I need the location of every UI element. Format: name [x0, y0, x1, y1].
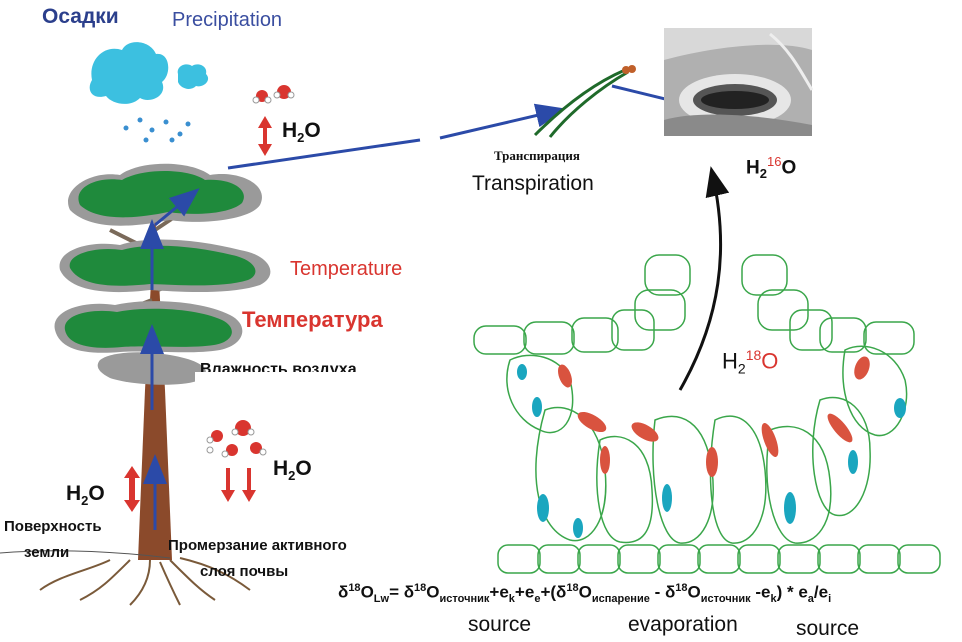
water-molecules-lower-icon [206, 420, 267, 458]
precipitation-en-label: Precipitation [172, 9, 283, 31]
surface-ru-label-1: Поверхность [4, 518, 102, 535]
transpiration-arrow [227, 103, 566, 170]
cyan-organelles [517, 364, 906, 538]
h2o-lower-label: H2O [273, 457, 312, 484]
freezing-ru-label-1: Промерзание активного [168, 537, 347, 554]
red-organelles [558, 356, 870, 477]
ground-line [0, 550, 171, 559]
freezing-ru-label-2: слоя почвы [200, 563, 289, 580]
stomata-micrograph [664, 28, 814, 136]
h218o-label: H218O [722, 347, 779, 377]
humidity-mask [195, 372, 395, 396]
precipitation-ru-label: Осадки [42, 5, 119, 28]
transpiration-en-label: Transpiration [472, 172, 594, 195]
cloud-icon [89, 42, 209, 104]
h216o-label: H216O [746, 154, 797, 182]
h2o-top-label: H2O [282, 119, 321, 146]
water-molecules-icon [252, 85, 295, 104]
h2o-ground-label: H2O [66, 482, 105, 509]
down-arrows-icon [221, 468, 256, 502]
evaporation-label: evaporation [628, 613, 738, 636]
temperature-en-label: Temperature [290, 258, 403, 280]
rain-drops-icon [123, 117, 191, 143]
needle-leaf-icon [533, 65, 636, 138]
exchange-arrow-lower-icon [124, 466, 140, 512]
source-label-1: source [468, 613, 532, 636]
tree-icon [39, 163, 271, 606]
surface-ru-label-2: земли [24, 544, 70, 561]
temperature-ru-label: Температура [242, 307, 383, 332]
isotope-formula: δ18OLw= δ18Oисточник+ek+ee+(δ18Oиспарени… [338, 582, 832, 606]
transpiration-ru-label: Транспирация [494, 148, 580, 163]
source-label-2: source [796, 617, 860, 640]
exchange-arrow-icon [258, 116, 272, 156]
evaporation-arrow [678, 166, 730, 391]
leaf-cells [473, 254, 941, 574]
